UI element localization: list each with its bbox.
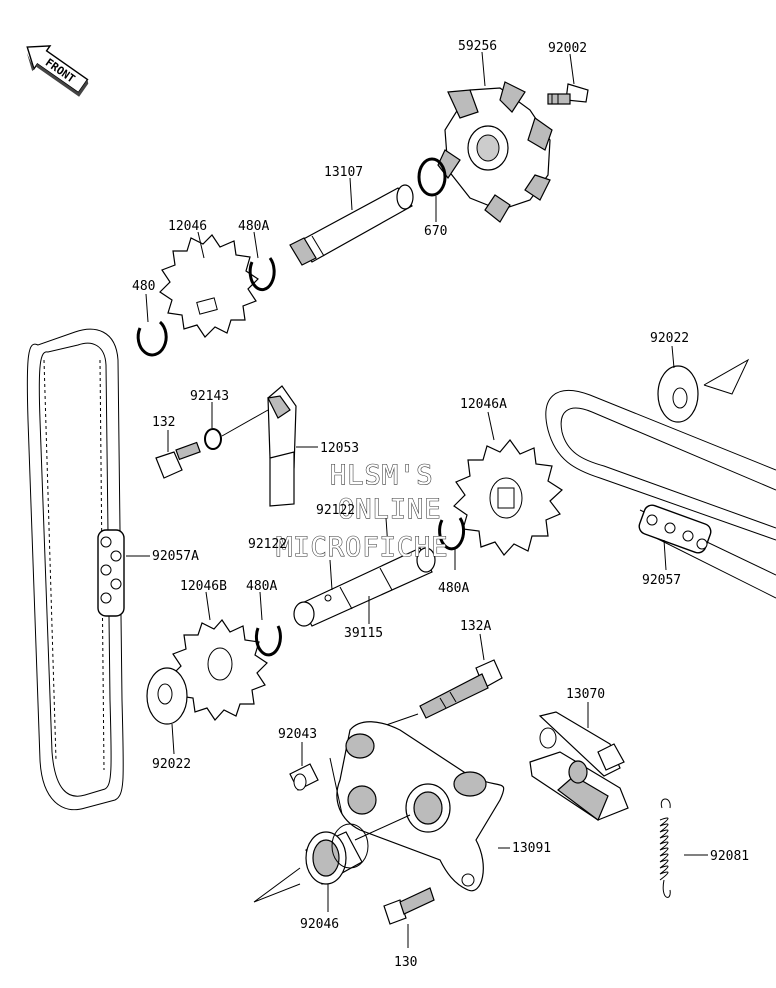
chainlink-92057A-icon [97,529,125,617]
front-arrow-icon: FRONT [26,45,89,97]
label-670: 670 [424,224,447,239]
label-92057A: 92057A [152,549,199,564]
watermark-line3: MICROFICHE [276,532,449,563]
washer-92143-icon [204,428,222,450]
label-92122-upper: 92122 [316,503,355,518]
part-labels: 59256 92002 13107 670 12046 480A 480 920… [132,39,749,970]
bolt-132-icon [155,441,201,479]
label-13091: 13091 [512,841,551,856]
label-130: 130 [394,955,417,970]
sprocket-12046A-icon [453,439,563,556]
chainlink-92057-icon [638,504,712,554]
label-92022-left: 92022 [152,757,191,772]
sprocket-12046B-icon [170,619,268,721]
right-chain-icon [545,390,776,599]
watermark: HLSM'S ONLINE MICROFICHE [275,459,449,563]
label-92002: 92002 [548,41,587,56]
circlip-480A-right-icon [438,517,466,551]
guide-12053-icon [267,385,297,507]
label-92043: 92043 [278,727,317,742]
label-59256: 59256 [458,39,497,54]
bolt-92002-icon [547,83,589,105]
sprocket-12046-icon [159,234,259,338]
bolt-132A-icon [419,659,503,719]
washer-92022-left-icon [146,667,188,725]
label-132A: 132A [460,619,491,634]
label-12046A: 12046A [460,397,507,412]
sprocket-59256-icon [437,81,553,223]
label-39115: 39115 [344,626,383,641]
label-12046B: 12046B [180,579,227,594]
watermark-line1: HLSM'S [330,460,434,491]
oring-670-icon [417,157,447,197]
label-92022-right: 92022 [650,331,689,346]
label-92081: 92081 [710,849,749,864]
circlip-480A-lower-icon [254,625,282,657]
label-132: 132 [152,415,175,430]
label-13107: 13107 [324,165,363,180]
washer-92022-right-icon [657,365,699,423]
label-12046: 12046 [168,219,207,234]
label-480: 480 [132,279,155,294]
watermark-line2: ONLINE [338,494,442,525]
shaft-39115-icon [293,547,436,627]
spring-92081-icon [659,798,671,898]
circlip-480A-top-icon [248,257,276,292]
label-92122-lower: 92122 [248,537,287,552]
label-92057: 92057 [642,573,681,588]
label-92143: 92143 [190,389,229,404]
shaft-13107-icon [289,184,414,266]
bolt-130-icon [383,887,435,925]
slipper-13070-icon [529,711,629,821]
label-13070: 13070 [566,687,605,702]
circlip-480-icon [136,320,168,357]
label-12053: 12053 [320,441,359,456]
bushing-92046-icon [305,823,369,885]
arm-13091-icon [336,721,505,892]
label-480A-right: 480A [438,581,469,596]
label-480A-lower: 480A [246,579,277,594]
label-92046: 92046 [300,917,339,932]
label-480A-top: 480A [238,219,269,234]
pin-92043-icon [289,763,319,791]
